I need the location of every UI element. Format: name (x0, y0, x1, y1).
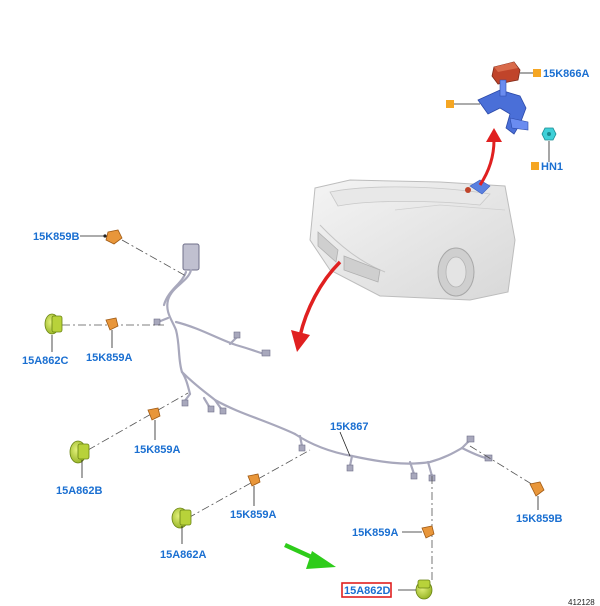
label-15K859A-4: 15K859A (352, 527, 399, 539)
label-HN1: HN1 (541, 161, 563, 173)
label-15A862D: 15A862D (344, 585, 391, 597)
sensor-icon (69, 440, 90, 478)
clip-icon (105, 317, 119, 348)
marker-HN1 (531, 162, 539, 170)
clip-icon (105, 229, 123, 245)
vehicle-icon (309, 179, 516, 301)
arrow-icon (478, 128, 502, 186)
label-15K866A: 15K866A (543, 68, 590, 80)
label-15K859A-1: 15K859A (86, 352, 133, 364)
label-15K859B-right: 15K859B (516, 513, 563, 525)
sensor-icon (171, 507, 192, 544)
module-icon (491, 61, 521, 85)
marker-15K866A (533, 69, 541, 77)
label-15A862A: 15A862A (160, 549, 207, 561)
clip-icon (247, 473, 261, 506)
clip-icon (529, 481, 545, 510)
label-15K859A-2: 15K859A (134, 444, 181, 456)
label-15K859B-top: 15K859B (33, 231, 80, 243)
marker-bracket (446, 100, 454, 108)
hn1-clip-icon (541, 127, 557, 141)
arrow-icon (284, 542, 336, 569)
clip-icon (147, 407, 161, 440)
label-15A862C: 15A862C (22, 355, 69, 367)
label-15K867: 15K867 (330, 421, 369, 433)
bracket-icon (477, 79, 529, 135)
clip-icon (402, 525, 435, 539)
sensor-icon (415, 579, 433, 600)
label-15A862B: 15A862B (56, 485, 103, 497)
sensor-icon (44, 313, 63, 335)
arrow-icon (291, 260, 342, 352)
reference-number: 412128 (568, 598, 595, 606)
highlight-box (341, 582, 392, 598)
label-15K859A-3: 15K859A (230, 509, 277, 521)
